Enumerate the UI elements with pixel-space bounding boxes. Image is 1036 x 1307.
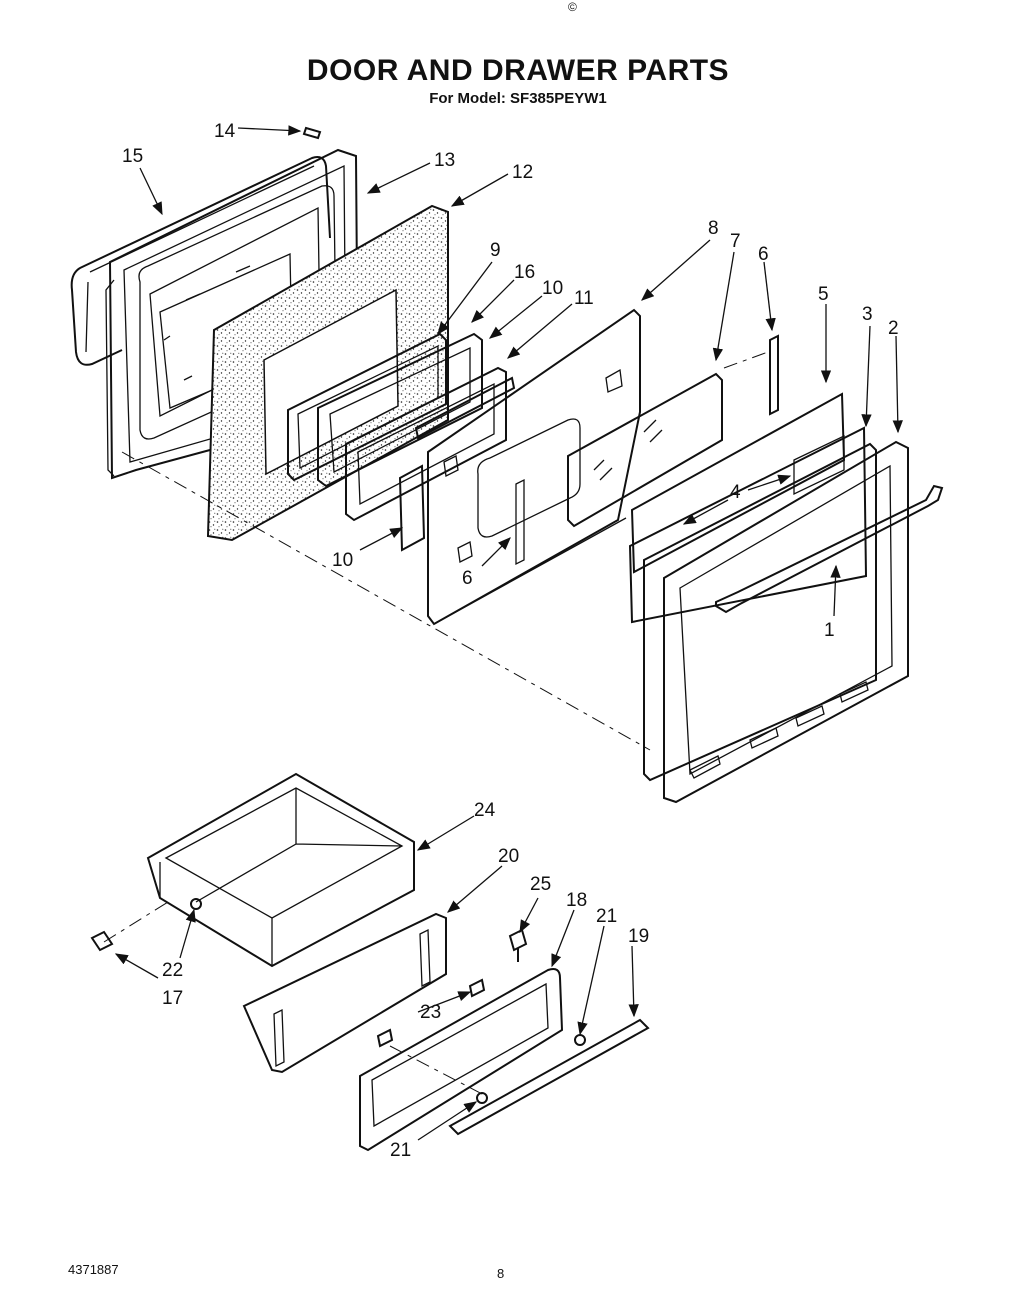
top-mark: © (568, 0, 577, 14)
part-number: 4371887 (68, 1262, 119, 1277)
drawer-side-line (103, 901, 169, 943)
trim-strip-part-19 (448, 1018, 650, 1136)
callout-4: 4 (730, 482, 741, 503)
drawer-roller-part-21-lower (476, 1092, 488, 1104)
callout-20: 20 (498, 846, 519, 867)
callout-21-lower: 21 (390, 1140, 411, 1161)
inner-door-panel-part-8 (427, 308, 641, 626)
window-glass-part-7 (567, 372, 723, 528)
assembly-line-right (723, 351, 769, 369)
leader-lines (114, 125, 903, 1141)
callout-13: 13 (434, 150, 455, 171)
callout-11: 11 (574, 288, 594, 309)
callout-7: 7 (730, 231, 741, 252)
drawer-assembly-line (389, 1045, 487, 1097)
glass-panel-part-16 (317, 332, 483, 488)
page-number: 8 (497, 1266, 505, 1281)
door-handle-part-1 (715, 484, 944, 614)
outer-panel-part-3 (643, 442, 877, 782)
drawer-screw-part-17 (90, 930, 114, 952)
glass-frame-part-10 (345, 366, 507, 522)
drawer-screw-part-25 (508, 928, 528, 962)
callout-25: 25 (530, 874, 551, 895)
callout-19: 19 (628, 926, 649, 947)
callout-8: 8 (708, 218, 719, 239)
callout-21-upper: 21 (596, 906, 617, 927)
callout-12: 12 (512, 162, 533, 183)
page-title: DOOR AND DRAWER PARTS (306, 54, 730, 87)
spacer-part-10-lower (398, 464, 426, 552)
door-insulation-part-12 (206, 204, 449, 542)
outer-door-frame-part-2 (663, 440, 909, 804)
callout-6-lower: 6 (462, 568, 473, 589)
screw-part-23 (376, 978, 486, 1048)
callout-3: 3 (862, 304, 873, 325)
callout-10-lower: 10 (332, 550, 353, 571)
callout-10-upper: 10 (542, 278, 563, 299)
callout-24: 24 (474, 800, 496, 821)
callout-16: 16 (514, 262, 535, 283)
callout-15: 15 (122, 146, 143, 167)
callout-9: 9 (490, 240, 501, 261)
door-panel-part-4 (628, 426, 868, 624)
callout-6-upper: 6 (758, 244, 769, 265)
drawer-roller-part-22 (190, 898, 202, 910)
model-subtitle: For Model: SF385PEYW1 (429, 90, 607, 107)
callout-18: 18 (566, 890, 587, 911)
drawer-front-part-18 (359, 968, 564, 1152)
drawer-roller-part-21-upper (574, 1034, 586, 1046)
callout-14: 14 (214, 121, 236, 142)
glass-clip-part-6-upper (769, 334, 779, 416)
callout-1: 1 (824, 620, 835, 641)
callout-23: 23 (420, 1002, 441, 1023)
drawer-body-part-24 (146, 772, 415, 968)
callout-2: 2 (888, 318, 899, 339)
drawer-liner-part-20 (242, 912, 447, 1074)
callout-17: 17 (162, 988, 183, 1009)
glass-spacer-part-11 (414, 376, 516, 440)
callout-22: 22 (162, 960, 183, 981)
screw-part-14 (302, 126, 322, 140)
assembly-line-upper (121, 451, 651, 751)
callout-5: 5 (818, 284, 829, 305)
